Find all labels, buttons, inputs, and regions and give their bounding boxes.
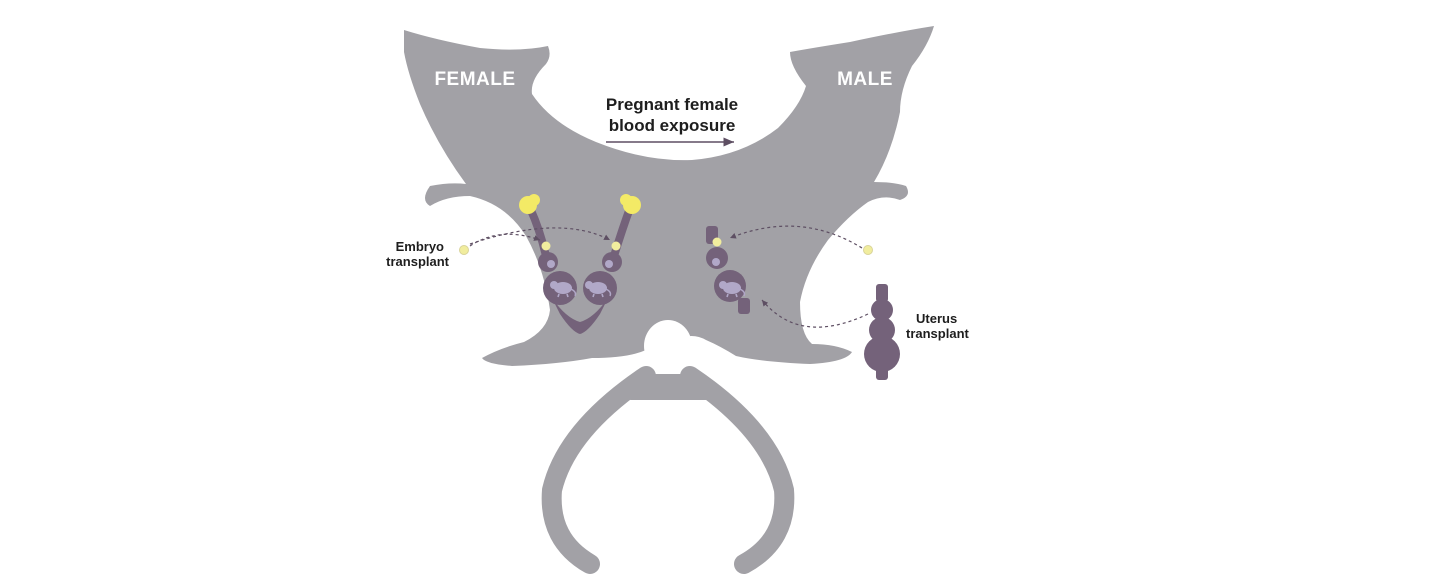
embryo-arrow-male (729, 225, 863, 249)
uterus-label-line1: Uterus (916, 311, 957, 326)
donor-uterus-lower (864, 336, 900, 372)
embryo-female-left (541, 241, 551, 251)
donor-uterus-mid (869, 317, 895, 343)
fetus-female-left-small (547, 260, 555, 268)
female-label: FEMALE (434, 69, 515, 90)
male-label: MALE (837, 69, 893, 90)
female-uterus-base (552, 298, 608, 334)
fetus-male-small (712, 258, 720, 266)
female-uterus (526, 204, 634, 334)
uterus-label-line2: transplant (906, 326, 970, 341)
exposure-label-line1: Pregnant female (606, 95, 738, 114)
fetus-female-right-small (605, 260, 613, 268)
embryo-male (712, 237, 722, 247)
embryo-transplant-source (459, 245, 469, 255)
embryo-female-right (611, 241, 621, 251)
uterus-transplant-arrow (761, 299, 869, 328)
embryo-label-line2: transplant (386, 254, 450, 269)
male-uterus-upper (706, 247, 728, 269)
donor-uterus-upper (871, 299, 893, 321)
embryo-male-source (863, 245, 873, 255)
donor-uterus (864, 284, 900, 380)
embryo-arrow-left (469, 233, 541, 247)
female-ovaries (519, 194, 641, 214)
female-tail (541, 366, 656, 574)
ovary-right-lobe (620, 194, 632, 206)
body-gap (644, 320, 692, 372)
embryo-label-line1: Embryo (396, 239, 444, 254)
exposure-label-line2: blood exposure (609, 116, 736, 135)
tail-crossing (630, 374, 708, 400)
ovary-left-lobe (528, 194, 540, 206)
mice-body (404, 26, 934, 366)
donor-uterus-top (876, 284, 888, 302)
male-uterus-bottom (738, 298, 750, 314)
male-uterus (706, 226, 750, 314)
joined-mice-silhouette (404, 26, 934, 574)
male-tail (680, 366, 795, 574)
donor-uterus-bottom (876, 366, 888, 380)
